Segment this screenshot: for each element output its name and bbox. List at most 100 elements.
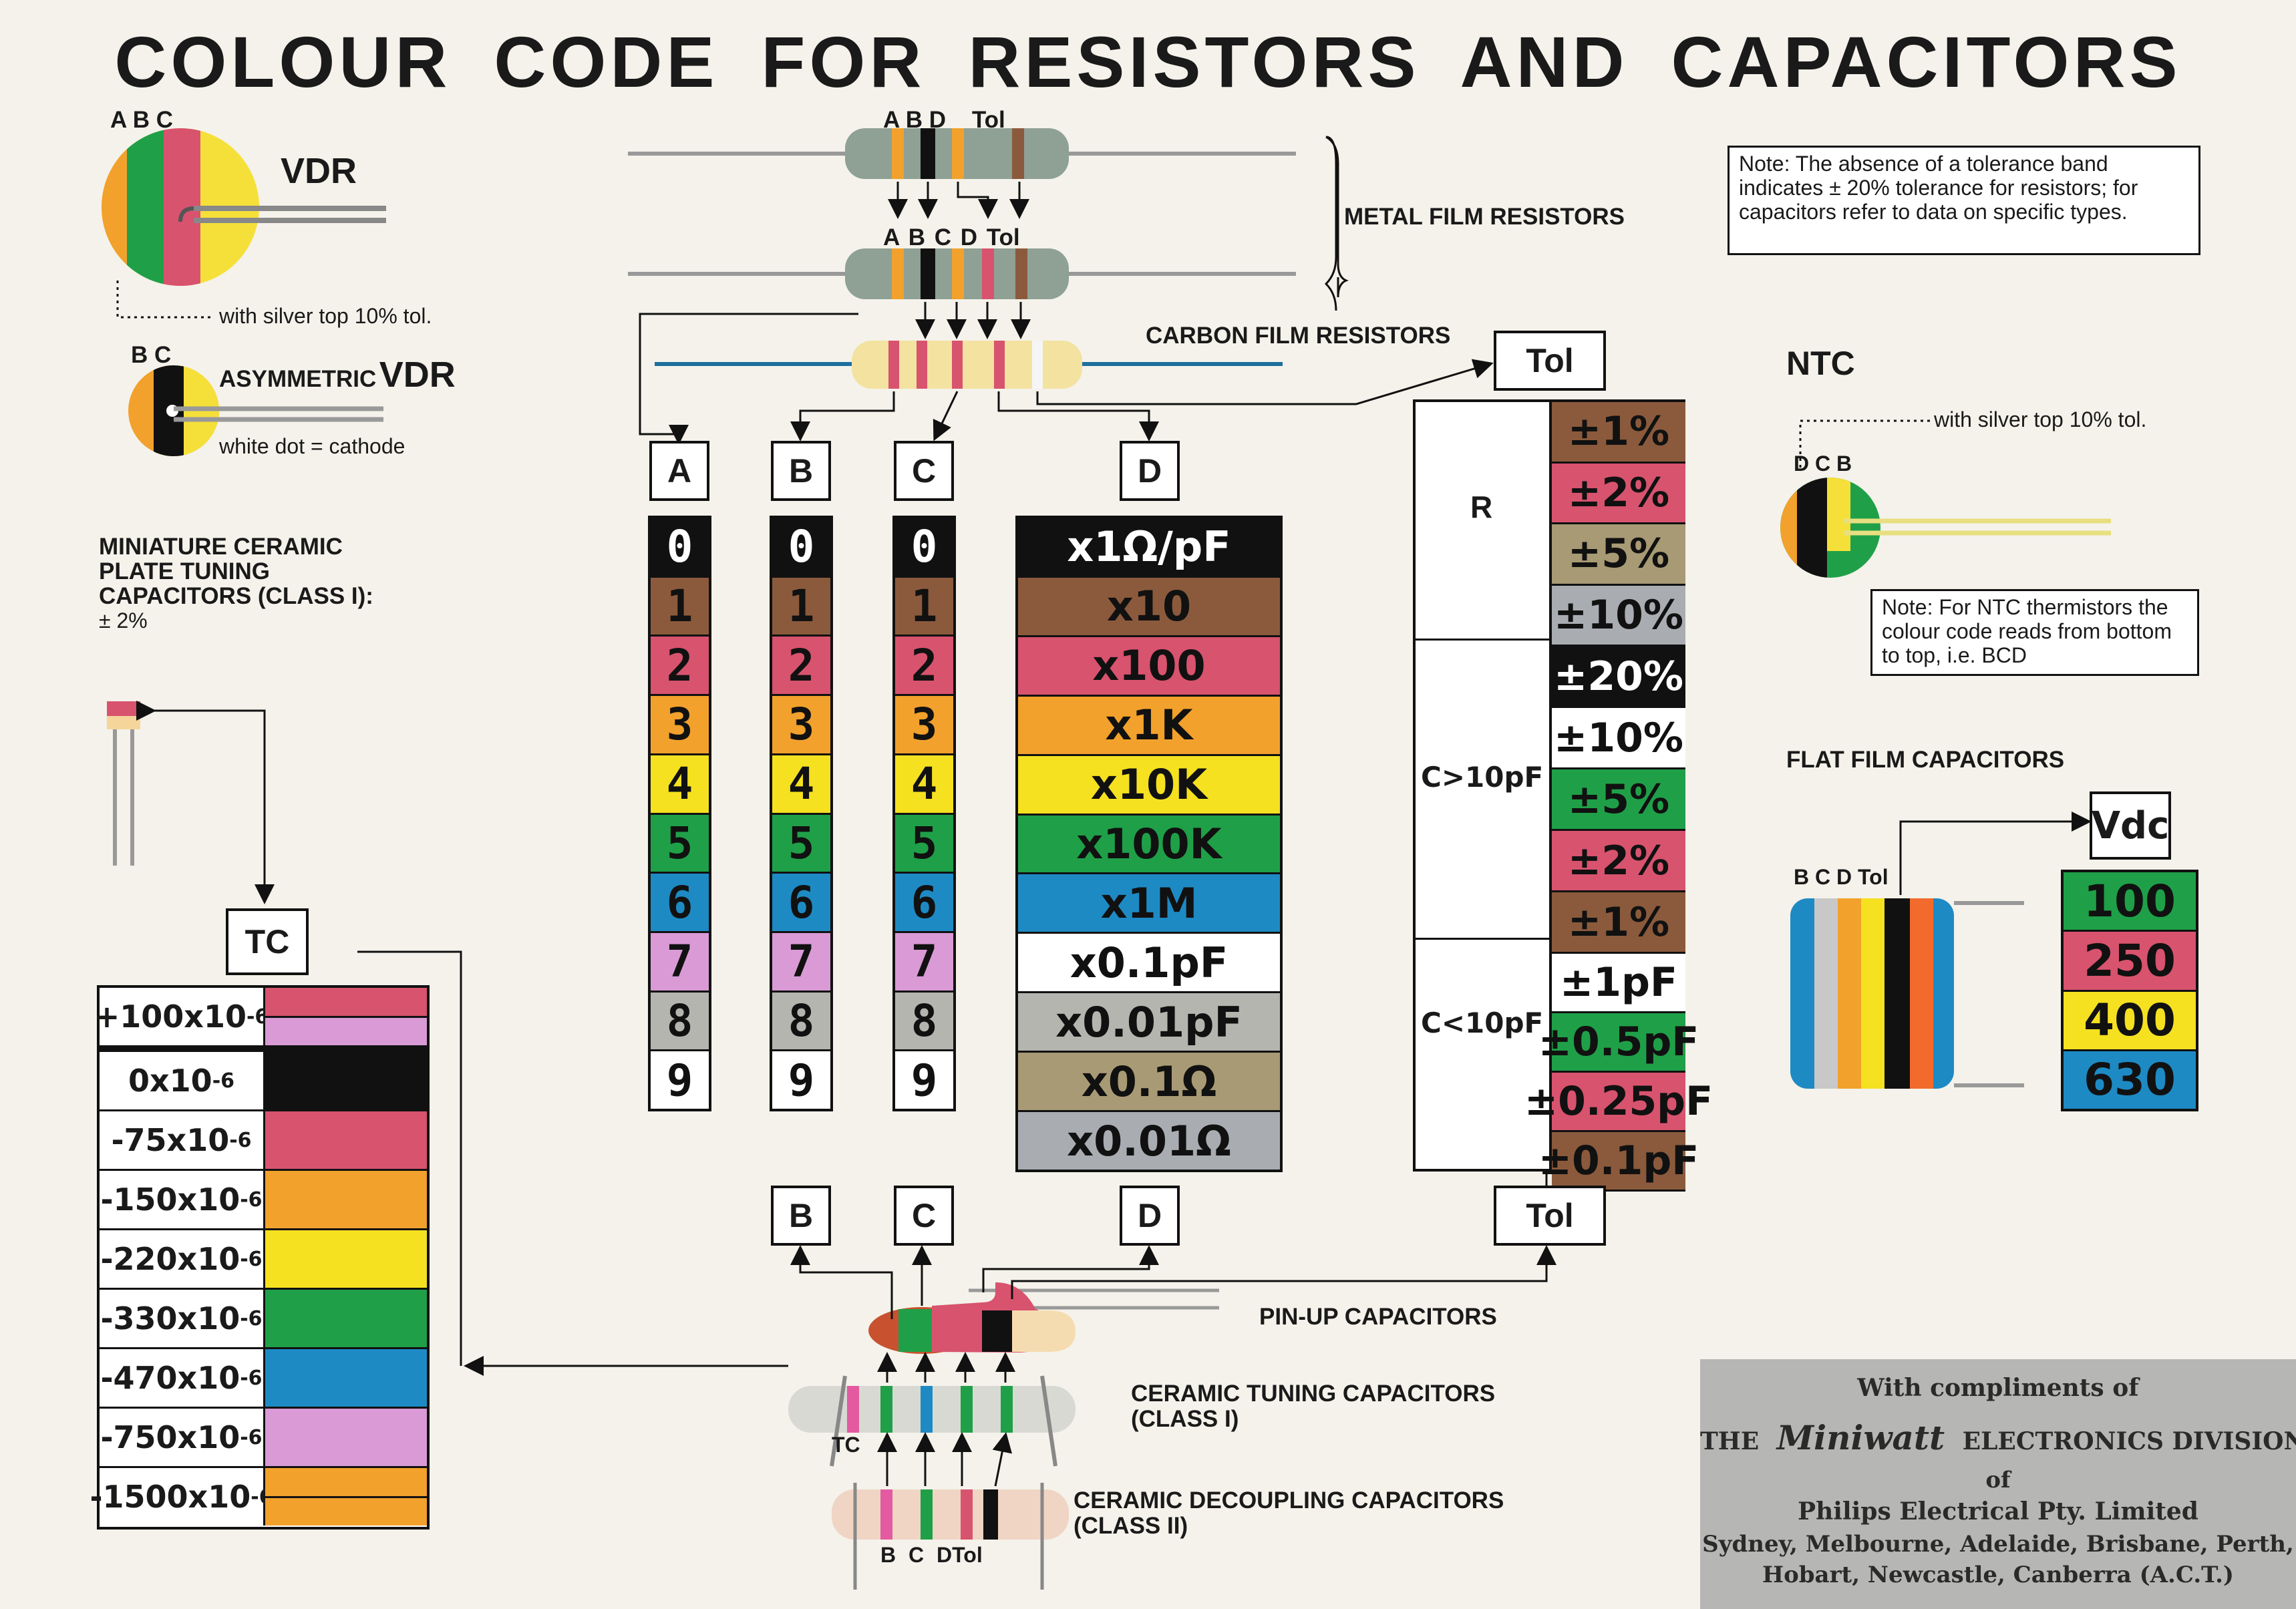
tc-color-band bbox=[265, 1409, 427, 1466]
tc-color-band bbox=[265, 1230, 427, 1288]
tc-value: -470x10-6 bbox=[100, 1349, 265, 1407]
tolerance-cell: ±2% bbox=[1552, 463, 1685, 524]
digit-cell: 8 bbox=[895, 992, 953, 1052]
flat-film-capacitor bbox=[1790, 812, 2092, 1089]
flat-film-caption: FLAT FILM CAPACITORS bbox=[1786, 747, 2065, 773]
tolerance-cell: ±0.25pF bbox=[1524, 1073, 1713, 1132]
tc-value: -220x10-6 bbox=[100, 1230, 265, 1288]
tc-color-swatch bbox=[265, 1290, 427, 1347]
tolerance-cell: ±5% bbox=[1552, 524, 1685, 586]
tc-row: -1500x10-6 bbox=[90, 1468, 427, 1526]
tc-value: -750x10-6 bbox=[100, 1409, 265, 1466]
credit-line3: of bbox=[1985, 1467, 2011, 1493]
tc-row: -220x10-6 bbox=[100, 1230, 427, 1290]
tc-row: -330x10-6 bbox=[100, 1290, 427, 1349]
tol-cbig-label-cell: C>10pF bbox=[1416, 641, 1549, 940]
multiplier-cell: x0.01pF bbox=[1018, 993, 1280, 1053]
column-b-header: B bbox=[771, 441, 831, 501]
tolerance-note: Note: The absence of a tolerance band in… bbox=[1728, 146, 2200, 255]
multiplier-cell: x0.1pF bbox=[1018, 934, 1280, 994]
tc-color-band bbox=[265, 1290, 427, 1347]
vdr-note: with silver top 10% tol. bbox=[219, 304, 432, 328]
digit-cell: 1 bbox=[895, 577, 953, 637]
tc-value: 0x10-6 bbox=[100, 1052, 265, 1109]
tc-color-band bbox=[265, 1349, 427, 1407]
credit-block: With compliments of THE Miniwatt ELECTRO… bbox=[1700, 1359, 2296, 1609]
tc-color-band bbox=[265, 1497, 427, 1526]
multiplier-cell: x10K bbox=[1018, 755, 1280, 816]
carbon-film-caption: CARBON FILM RESISTORS bbox=[1146, 323, 1451, 349]
digit-cell: 1 bbox=[772, 577, 830, 637]
miniature-capacitor bbox=[107, 701, 275, 904]
metal-film-labels-top: A B D Tol bbox=[883, 107, 1005, 133]
miniature-caption: MINIATURE CERAMIC PLATE TUNING CAPACITOR… bbox=[99, 534, 373, 633]
pinup-capacitor bbox=[868, 1282, 1219, 1354]
miniature-tol: ± 2% bbox=[99, 608, 148, 633]
digit-cell: 1 bbox=[651, 577, 709, 637]
digit-cell: 7 bbox=[772, 932, 830, 993]
tc-color-swatch bbox=[265, 1468, 427, 1526]
digit-cell: 4 bbox=[895, 755, 953, 815]
asym-vdr-label: ASYMMETRIC VDR bbox=[219, 354, 456, 395]
tc-value: -1500x10-6 bbox=[90, 1468, 273, 1526]
tc-exponent: -6 bbox=[212, 1069, 235, 1093]
tc-row: +100x10-6 bbox=[94, 988, 427, 1052]
ntc-band-labels: D C B bbox=[1794, 452, 1852, 476]
tc-value-text: +100x10 bbox=[94, 999, 247, 1035]
tc-color-band bbox=[265, 1052, 427, 1109]
digit-cell: 8 bbox=[772, 992, 830, 1052]
digit-cell: 3 bbox=[772, 696, 830, 755]
tc-exponent: -6 bbox=[246, 1005, 269, 1029]
tc-color-swatch bbox=[265, 1349, 427, 1407]
bottom-d-box: D bbox=[1120, 1186, 1180, 1246]
voltage-cell: 250 bbox=[2064, 932, 2196, 992]
digit-cell: 6 bbox=[651, 874, 709, 933]
tol-csmall-label: C<10pF bbox=[1421, 1007, 1544, 1039]
tc-row: -150x10-6 bbox=[100, 1171, 427, 1230]
tc-row: -470x10-6 bbox=[100, 1349, 427, 1409]
credit-line1: With compliments of bbox=[1857, 1374, 2139, 1402]
tc-exponent: -6 bbox=[240, 1188, 263, 1212]
tolerance-cell: ±20% bbox=[1552, 647, 1685, 708]
ntc-component bbox=[1780, 419, 2111, 578]
tc-value-text: -750x10 bbox=[100, 1419, 240, 1455]
pinup-caption: PIN-UP CAPACITORS bbox=[1259, 1304, 1497, 1330]
column-tol-header: Tol bbox=[1494, 331, 1606, 391]
ceramic-decoupling-line1: CERAMIC DECOUPLING CAPACITORS bbox=[1074, 1487, 1504, 1513]
tc-value-text: -1500x10 bbox=[90, 1479, 251, 1515]
voltage-cell: 630 bbox=[2064, 1051, 2196, 1109]
vdr-component bbox=[102, 128, 386, 319]
multiplier-cell: x100K bbox=[1018, 815, 1280, 875]
digit-cell: 5 bbox=[772, 814, 830, 874]
tc-value: -330x10-6 bbox=[100, 1290, 265, 1347]
metal-film-labels-bottom: A B C D Tol bbox=[883, 224, 1020, 250]
miniature-line3: CAPACITORS (CLASS I): bbox=[99, 583, 373, 609]
digit-cell: 7 bbox=[651, 932, 709, 993]
digit-cell: 0 bbox=[772, 518, 830, 578]
tolerance-cell: ±1% bbox=[1552, 402, 1685, 464]
tc-exponent: -6 bbox=[240, 1247, 263, 1271]
column-c-header: C bbox=[894, 441, 954, 501]
digit-cell: 6 bbox=[772, 874, 830, 933]
ceramic-decoupling-capacitor bbox=[832, 1483, 1069, 1590]
tolerance-cell: ±1% bbox=[1552, 892, 1685, 954]
vdr-band-labels: A B C bbox=[110, 107, 173, 133]
digit-cell: 9 bbox=[895, 1051, 953, 1109]
digit-cell: 8 bbox=[651, 992, 709, 1052]
tc-color-band bbox=[265, 1017, 427, 1045]
tolerance-values-column: ±1%±2%±5%±10%±20%±10%±5%±2%±1%±1pF±0.5pF… bbox=[1524, 402, 1713, 1192]
ceramic-tc-label: TC bbox=[832, 1433, 860, 1457]
credit-division: ELECTRONICS DIVISION bbox=[1962, 1427, 2296, 1455]
ceramic-tuning-caption: CERAMIC TUNING CAPACITORS (CLASS I) bbox=[1131, 1381, 1495, 1432]
ceramic-decoupling-caption: CERAMIC DECOUPLING CAPACITORS (CLASS II) bbox=[1074, 1488, 1504, 1539]
tc-value: -150x10-6 bbox=[100, 1171, 265, 1228]
tc-color-band bbox=[265, 1468, 427, 1498]
ntc-note: Note: For NTC thermistors the colour cod… bbox=[1870, 589, 2199, 676]
tc-row: -750x10-6 bbox=[100, 1409, 427, 1468]
tc-row: 0x10-6 bbox=[100, 1052, 427, 1111]
tc-value-text: -150x10 bbox=[100, 1182, 240, 1218]
